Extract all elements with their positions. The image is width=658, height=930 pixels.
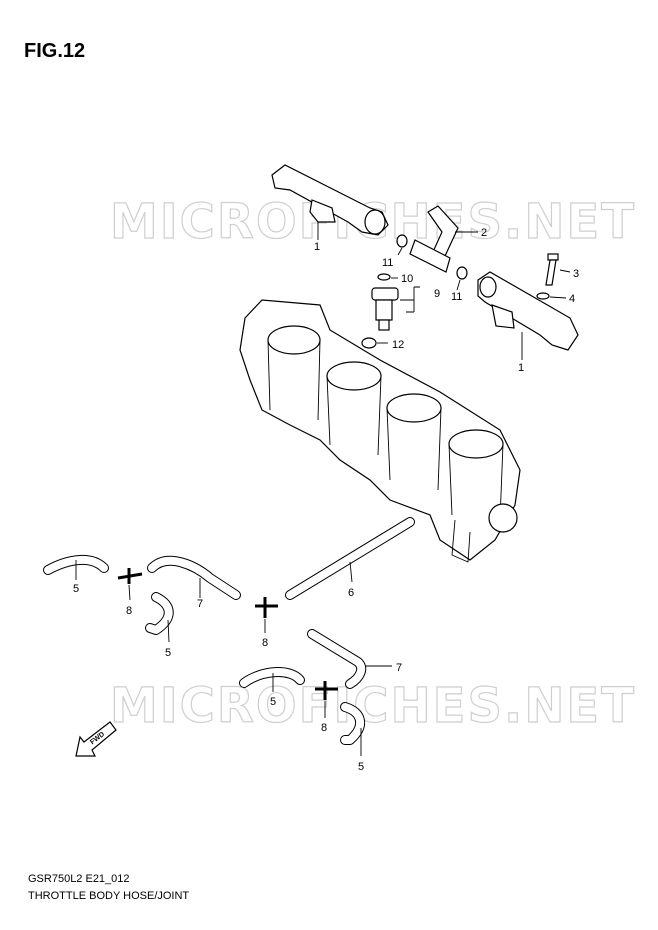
hose-7-right <box>307 629 367 689</box>
callout-1-upper: 1 <box>314 241 320 253</box>
injector-seal <box>377 273 391 281</box>
fuel-injector <box>371 287 399 331</box>
callout-7-a: 7 <box>197 598 203 610</box>
callout-2: 2 <box>481 227 487 239</box>
callout-5-d: 5 <box>358 761 364 773</box>
o-ring-right <box>456 266 468 280</box>
hose-long <box>285 517 415 600</box>
callout-11-left: 11 <box>382 257 393 269</box>
callout-1-lower: 1 <box>518 362 524 374</box>
fuel-pipe-joint <box>409 205 459 273</box>
figure-title: FIG.12 <box>24 40 86 62</box>
joint-8-c <box>315 681 338 700</box>
hose-5-bottom <box>340 702 365 745</box>
callout-7-b: 7 <box>396 662 402 674</box>
callout-10: 10 <box>401 273 413 285</box>
callout-3: 3 <box>573 268 579 280</box>
callout-12: 12 <box>392 339 404 351</box>
forward-arrow-icon: FWD <box>75 721 117 757</box>
joint-8-b <box>255 597 278 618</box>
bolt <box>545 253 559 286</box>
callout-5-c: 5 <box>270 696 276 708</box>
injector-cushion <box>361 337 377 349</box>
hose-5-upper-left <box>43 554 109 575</box>
joint-8-a <box>117 568 143 584</box>
washer <box>536 292 550 300</box>
callout-5-a: 5 <box>73 583 79 595</box>
hose-7-left <box>147 555 241 600</box>
throttle-body-assembly <box>239 299 521 563</box>
callout-9: 9 <box>434 288 440 300</box>
fuel-rail-lower <box>477 271 579 351</box>
footer-diagram-code: GSR750L2 E21_012 <box>28 873 130 885</box>
callout-6: 6 <box>348 587 354 599</box>
watermark-bottom: MICROFICHES.NET <box>110 678 636 734</box>
callout-4: 4 <box>569 293 575 305</box>
fuel-rail-upper <box>271 164 389 236</box>
callout-11-right: 11 <box>451 291 462 303</box>
o-ring-left <box>396 234 408 248</box>
callout-8-c: 8 <box>321 722 327 734</box>
hose-5-small <box>145 592 174 635</box>
footer-diagram-name: THROTTLE BODY HOSE/JOINT <box>28 890 190 902</box>
callout-8-a: 8 <box>126 605 132 617</box>
hose-5-lower <box>239 667 305 688</box>
callout-5-b: 5 <box>165 647 171 659</box>
callout-8-b: 8 <box>262 637 268 649</box>
